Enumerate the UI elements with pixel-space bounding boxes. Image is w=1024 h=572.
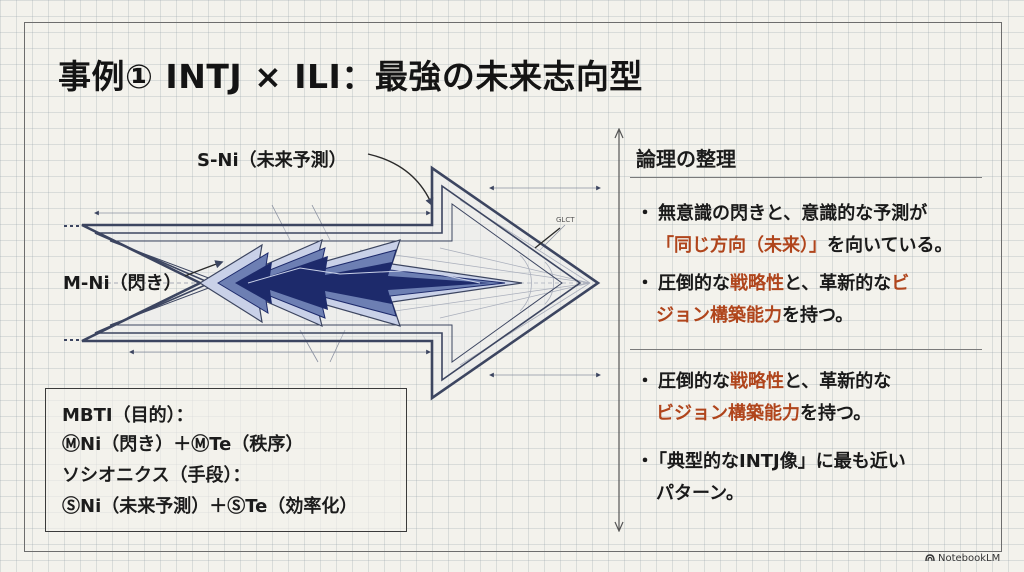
bullet-text: パターン。 [656, 483, 745, 504]
lightning-bolt [198, 238, 523, 328]
bullet-marker: ・ [636, 451, 654, 472]
bullet-text: を持つ。 [800, 403, 872, 424]
bullet-line: ビジョン構築能力を持つ。 [636, 398, 986, 430]
bullet-line: パターン。 [636, 478, 986, 510]
bullet-text: 圧倒的な [658, 273, 730, 294]
bullet-text: と、革新的な [784, 371, 892, 392]
bullet-4: ・「典型的なINTJ像」に最も近いパターン。 [636, 446, 986, 510]
bullet-text: を持つ。 [782, 305, 854, 326]
slide-title: 事例① INTJ × ILI：最強の未来志向型 [58, 57, 643, 96]
label-m-ni: M-Ni（閃き） [63, 273, 182, 294]
highlight-text: 「同じ方向（未来）」 [656, 235, 827, 256]
bullet-text: を向いている。 [827, 235, 953, 256]
slide-frame [24, 22, 1002, 552]
bullet-text: 無意識の閃きと、意識的な予測が [658, 203, 928, 224]
bullet-2: ・圧倒的な戦略性と、革新的なビジョン構築能力を持つ。 [636, 268, 986, 332]
type-info-box: MBTI（目的）： ⓂNi（閃き）＋ⓂTe（秩序） ソシオニクス（手段）： ⓈN… [45, 388, 407, 532]
bullet-text: 圧倒的な [658, 371, 730, 392]
label-s-ni: S-Ni（未来予測） [197, 150, 347, 171]
panel-divider-middle [630, 349, 982, 350]
highlight-text: 戦略性 [730, 273, 784, 294]
bullet-3: ・圧倒的な戦略性と、革新的なビジョン構築能力を持つ。 [636, 366, 986, 430]
bullet-line: ・圧倒的な戦略性と、革新的なビ [636, 268, 986, 300]
panel-divider-top [630, 177, 982, 178]
brand-watermark: NotebookLM [925, 553, 1000, 564]
bullet-line: ・無意識の閃きと、意識的な予測が [636, 198, 986, 230]
callout-leaders [184, 153, 561, 277]
bullet-text: と、革新的な [784, 273, 892, 294]
label-small-annotation: GLCT [556, 216, 575, 224]
notebooklm-logo-icon [925, 554, 935, 562]
highlight-text: 戦略性 [730, 371, 784, 392]
highlight-text: ビ [891, 273, 910, 294]
bullet-marker: ・ [636, 273, 654, 294]
vertical-divider-axis [614, 128, 624, 532]
socionics-heading: ソシオニクス（手段）： [62, 465, 251, 486]
brand-name: NotebookLM [938, 553, 1001, 564]
socionics-functions: ⓈNi（未来予測）＋ⓈTe（効率化） [62, 496, 358, 517]
bullet-marker: ・ [636, 371, 654, 392]
bullet-line: ・圧倒的な戦略性と、革新的な [636, 366, 986, 398]
panel-heading: 論理の整理 [636, 147, 736, 171]
bullet-line: ジョン構築能力を持つ。 [636, 300, 986, 332]
bullet-marker: ・ [636, 203, 654, 224]
bullet-line: 「同じ方向（未来）」を向いている。 [636, 230, 986, 262]
mbti-functions: ⓂNi（閃き）＋ⓂTe（秩序） [62, 434, 304, 455]
highlight-text: ジョン構築能力 [656, 305, 782, 326]
bullet-line: ・「典型的なINTJ像」に最も近い [636, 446, 986, 478]
bullet-1: ・無意識の閃きと、意識的な予測が「同じ方向（未来）」を向いている。 [636, 198, 986, 262]
mbti-heading: MBTI（目的）： [62, 405, 194, 426]
bullet-text: 「典型的なINTJ像」に最も近い [658, 451, 906, 472]
highlight-text: ビジョン構築能力 [656, 403, 800, 424]
